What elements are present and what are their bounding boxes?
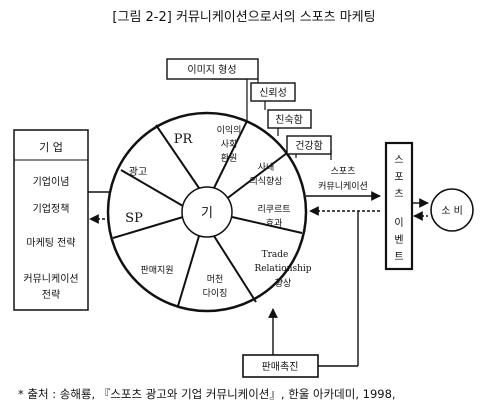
company-item-5: 전략 (42, 289, 60, 301)
sales-promotion: 판매촉진 (242, 211, 359, 378)
segment-pr: PR (174, 132, 194, 147)
company-item-3: 마케팅 전략 (26, 237, 75, 249)
event-char-1: 스 (394, 154, 403, 166)
event-char-6: 벤 (394, 234, 403, 246)
segment-social-3: 환원 (221, 152, 238, 164)
comm-label-2: 커뮤니케이션 (318, 181, 368, 192)
segment-morale-2: 의식향상 (249, 175, 282, 187)
segment-social-2: 사회 (221, 139, 238, 150)
segment-social-1: 이익의 (217, 124, 242, 136)
segment-recommend-2: 다이징 (203, 288, 228, 299)
company-box: 기 업 기업이념 기업정책 마케팅 전략 커뮤니케이션 전략 (13, 129, 89, 311)
comm-label-1: 스포츠 (331, 166, 356, 177)
effect-staircase: 이미지 형성 신뢰성 친숙함 건강함 (166, 58, 332, 160)
event-char-5: 이 (394, 217, 403, 229)
segment-sales-support: 판매지원 (140, 265, 173, 276)
promotion-label: 판매촉진 (262, 361, 299, 373)
effect-familiar: 친숙함 (275, 114, 303, 126)
communication-wheel: 기 PR SP 광고 이익의 사회 환원 사내 의식향상 리쿠르트 효과 Tra… (106, 111, 312, 313)
company-title: 기 업 (39, 141, 63, 154)
figure-source: * 출처 : 송해룡, 『스포츠 광고와 기업 커뮤니케이션』, 한울 아카데미… (18, 387, 396, 401)
wheel-center: 기 (201, 206, 213, 221)
event-char-7: 트 (394, 252, 403, 263)
sports-event-box: 스 포 츠 이 벤 트 (384, 141, 414, 271)
segment-lure-2: 효과 (266, 218, 283, 229)
segment-sp: SP (125, 211, 143, 226)
effect-healthy: 건강함 (295, 140, 323, 152)
effect-trust: 신뢰성 (259, 87, 287, 99)
consumer-node: 소 비 (430, 188, 474, 232)
segment-recommend-1: 머천 (207, 274, 224, 285)
segment-trade-3: 향상 (275, 277, 292, 289)
segment-morale-1: 사내 (258, 162, 275, 173)
event-char-2: 포 (394, 172, 403, 183)
segment-trade-2: Relationship (254, 264, 311, 274)
event-char-3: 츠 (394, 188, 403, 200)
segment-ad: 광고 (129, 166, 147, 178)
consumer-label: 소 비 (441, 205, 463, 217)
segment-trade-1: Trade (262, 250, 289, 260)
segment-lure-1: 리쿠르트 (257, 204, 290, 215)
company-item-1: 기업이념 (33, 175, 70, 188)
effect-image: 이미지 형성 (187, 64, 236, 76)
company-item-4: 커뮤니케이션 (23, 273, 78, 285)
figure-title: [그림 2-2] 커뮤니케이션으로서의 스포츠 마케팅 (112, 10, 375, 25)
company-item-2: 기업정책 (33, 202, 70, 215)
